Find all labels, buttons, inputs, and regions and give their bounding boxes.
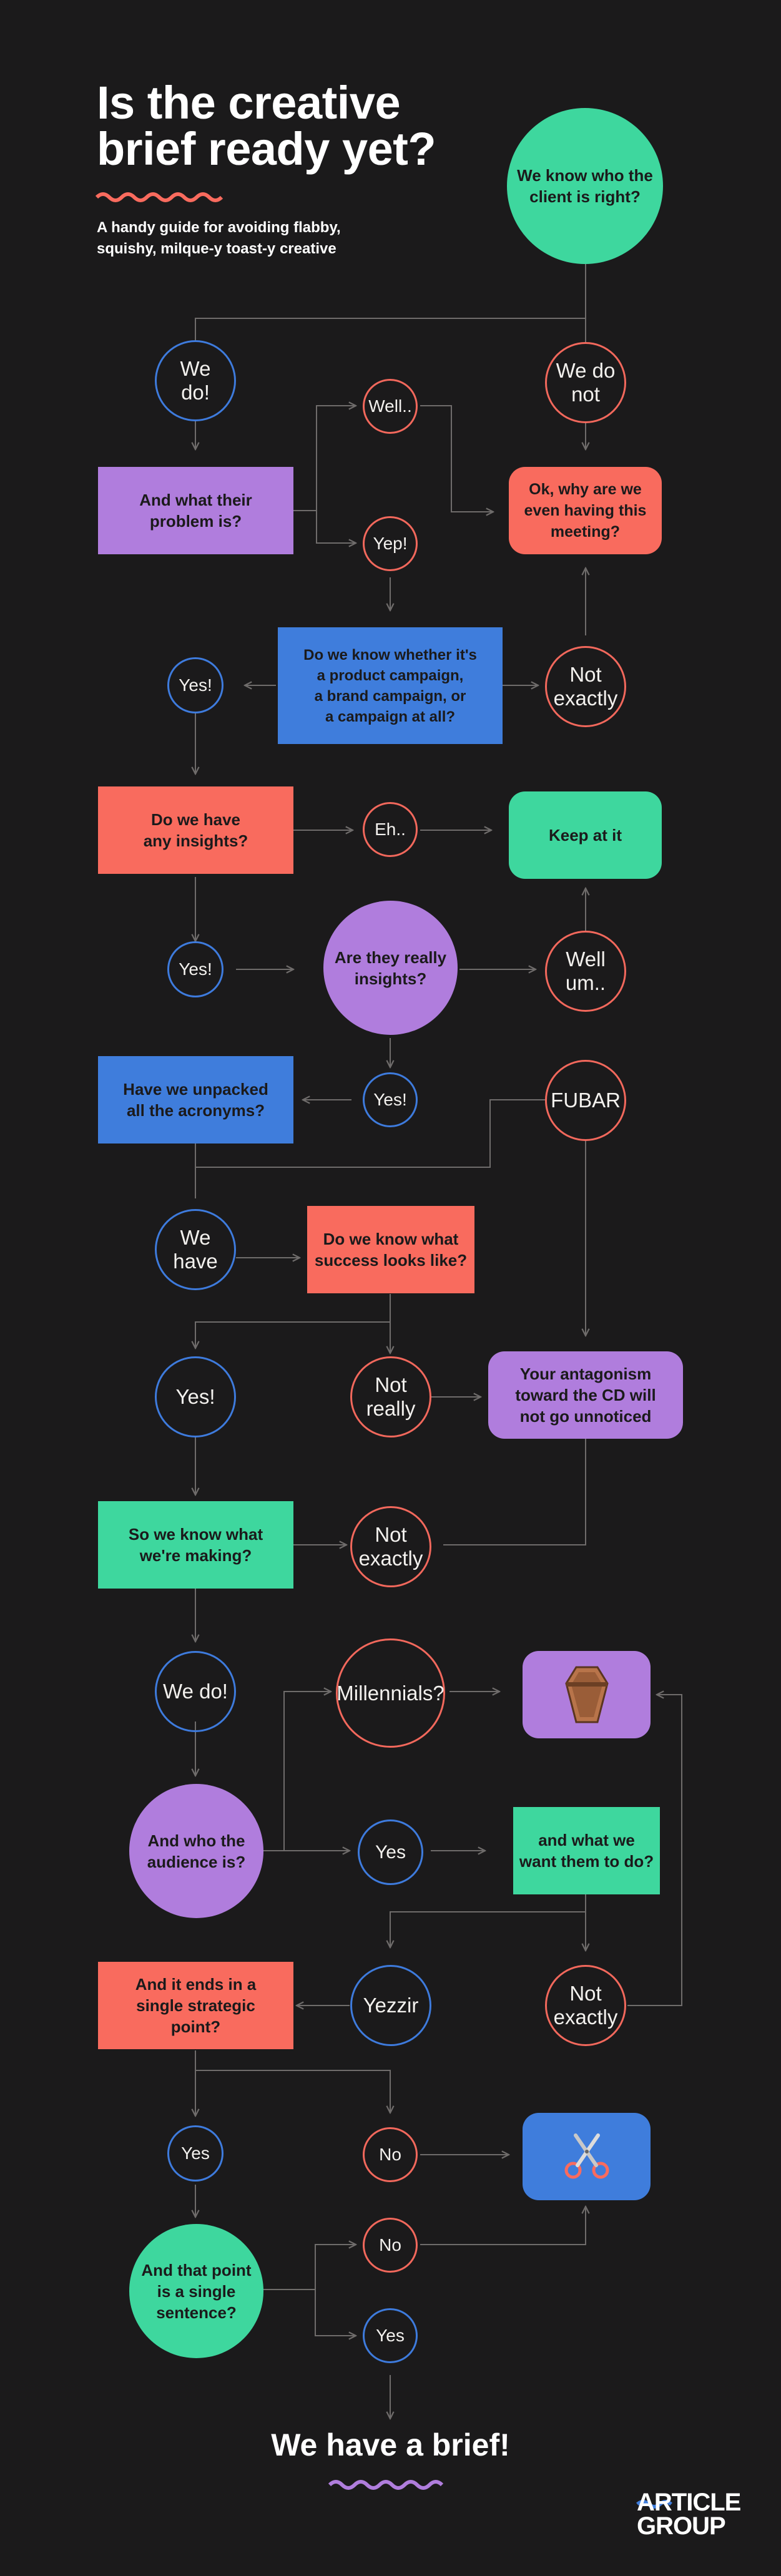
scissors-card [523, 2113, 651, 2200]
article-group-logo: ARTICLE GROUP [637, 2489, 741, 2540]
node-any-insights: Do we have any insights? [98, 786, 293, 874]
coffin-icon [564, 1666, 609, 1723]
node-we-do-2: We do! [155, 1651, 236, 1732]
node-not-really: Not really [350, 1356, 431, 1437]
logo-underline-squiggle [636, 2500, 672, 2509]
node-really-insights: Are they really insights? [323, 901, 458, 1035]
node-single-point: And it ends in a single strategic point? [98, 1962, 293, 2049]
scissors-icon [564, 2133, 609, 2179]
node-no-2: No [363, 2218, 418, 2273]
node-we-do: We do! [155, 340, 236, 421]
node-why-meeting: Ok, why are we even having this meeting? [509, 467, 662, 554]
node-well: Well.. [363, 379, 418, 434]
node-campaign-type: Do we know whether it's a product campai… [278, 627, 503, 744]
node-audience: And who the audience is? [129, 1784, 263, 1918]
node-acronyms: Have we unpacked all the acronyms? [98, 1056, 293, 1144]
node-want-them: and what we want them to do? [513, 1807, 660, 1894]
final-heading: We have a brief! [271, 2427, 510, 2462]
node-yes-6: Yes [167, 2125, 223, 2182]
node-we-do-not: We do not [545, 342, 626, 423]
node-client-right: We know who the client is right? [507, 108, 663, 264]
node-not-exactly-2: Not exactly [350, 1506, 431, 1587]
node-keep-at-it: Keep at it [509, 791, 662, 879]
node-eh: Eh.. [363, 802, 418, 857]
node-millennials: Millennials? [336, 1638, 445, 1748]
node-antagonism: Your antagonism toward the CD will not g… [488, 1351, 683, 1439]
node-yes-1: Yes! [167, 657, 223, 713]
node-their-problem: And what their problem is? [98, 467, 293, 554]
coffin-card [523, 1651, 651, 1738]
title-underline-squiggle [95, 192, 223, 202]
page-title: Is the creative brief ready yet? [97, 77, 436, 175]
node-not-exactly-1: Not exactly [545, 646, 626, 727]
node-single-sentence: And that point is a single sentence? [129, 2224, 263, 2358]
node-success: Do we know what success looks like? [307, 1206, 474, 1293]
node-not-exactly-3: Not exactly [545, 1965, 626, 2046]
node-yes-2: Yes! [167, 941, 223, 997]
node-we-have: We have [155, 1209, 236, 1290]
final-underline-squiggle [328, 2480, 444, 2490]
node-yes-4: Yes! [155, 1356, 236, 1437]
node-yezzir: Yezzir [350, 1965, 431, 2046]
node-no-1: No [363, 2127, 418, 2182]
node-well-um: Well um.. [545, 931, 626, 1012]
node-yes-3: Yes! [363, 1072, 418, 1127]
node-fubar: FUBAR [545, 1060, 626, 1141]
node-yes-5: Yes [358, 1819, 423, 1885]
page-subtitle: A handy guide for avoiding flabby, squis… [97, 219, 341, 257]
node-yes-7: Yes [363, 2308, 418, 2363]
node-making: So we know what we're making? [98, 1501, 293, 1589]
node-yep: Yep! [363, 516, 418, 571]
